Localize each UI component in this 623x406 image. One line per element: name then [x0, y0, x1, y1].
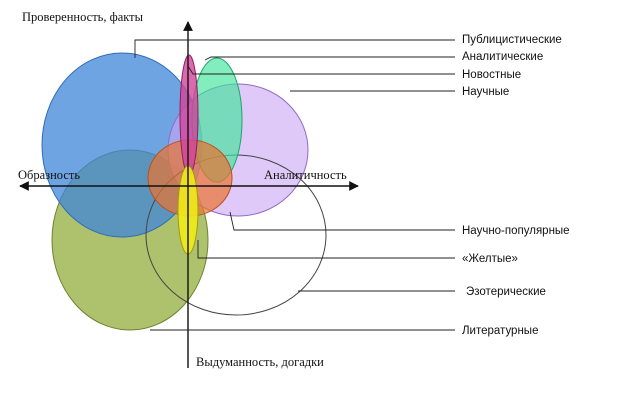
ellipse-publicist [179, 54, 199, 176]
label-science: Научные [462, 86, 509, 98]
label-news: Новостные [462, 69, 521, 81]
label-literary: Литературные [462, 325, 538, 337]
axis-label-left: Образность [18, 168, 80, 182]
label-yellow: «Желтые» [462, 253, 518, 265]
label-esoteric: Эзотерические [466, 286, 546, 298]
leader-publicist [134, 39, 455, 58]
leader-popsci [229, 211, 455, 231]
label-publicist: Публицистические [462, 34, 562, 46]
leader-news [187, 65, 455, 75]
label-analytic: Аналитические [462, 51, 543, 63]
label-popsci: Научно-популярные [462, 225, 570, 237]
axis-label-right: Аналитичность [264, 168, 347, 182]
leader-yellow [197, 240, 455, 259]
axis-label-top: Проверенность, факты [22, 10, 144, 24]
leader-analytic [204, 56, 455, 61]
axis-label-bottom: Выдуманность, догадки [196, 355, 324, 369]
